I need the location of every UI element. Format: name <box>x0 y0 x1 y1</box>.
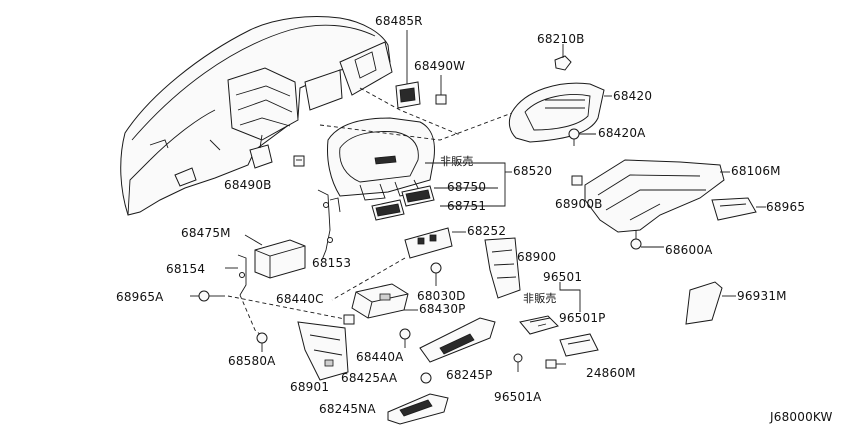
part-96501a-screw <box>513 353 523 372</box>
part-68900b-clip <box>571 175 583 186</box>
label-96501: 96501 <box>543 270 583 284</box>
part-68600a-screw <box>630 230 664 250</box>
dashboard-panel <box>120 16 393 216</box>
label-68210b: 68210B <box>537 32 585 46</box>
part-68750-vent <box>401 185 435 207</box>
part-24860m-connector <box>545 359 566 369</box>
label-96501a: 96501A <box>494 390 542 404</box>
label-68900: 68900 <box>517 250 557 264</box>
part-68425aa-clip <box>420 372 432 384</box>
label-68106m: 68106M <box>731 164 781 178</box>
part-68430p-unit <box>351 283 418 319</box>
label-68901: 68901 <box>290 380 330 394</box>
label-68430p: 68430P <box>419 302 466 316</box>
part-68751-vent <box>371 199 405 221</box>
part-68901-side-cover <box>297 321 349 381</box>
label-68485r: 68485R <box>375 14 423 28</box>
label-68751: 68751 <box>447 199 487 213</box>
part-68420-cluster-cover <box>508 82 605 143</box>
part-68030d-screw <box>430 262 442 286</box>
label-68252: 68252 <box>467 224 507 238</box>
part-68490w-clip <box>435 75 447 105</box>
part-68210b-clip <box>554 44 572 71</box>
part-68245p-trim <box>419 317 496 363</box>
label-68965a: 68965A <box>116 290 164 304</box>
label-68030d: 68030D <box>417 289 466 303</box>
label-68490b: 68490B <box>224 178 272 192</box>
label-68750: 68750 <box>447 180 487 194</box>
part-68965-bracket <box>711 197 766 221</box>
label-68425aa: 68425AA <box>341 371 398 385</box>
label-96931m: 96931M <box>737 289 787 303</box>
label-96501p: 96501P <box>559 311 606 325</box>
label-68965: 68965 <box>766 200 806 214</box>
label-68520: 68520 <box>513 164 553 178</box>
part-68580a-screw <box>256 332 268 352</box>
label-24860m: 24860M <box>586 366 636 380</box>
label-68154: 68154 <box>166 262 206 276</box>
part-68106m-lower-panel <box>584 159 730 233</box>
part-68490b-clip <box>293 155 305 167</box>
label-68420: 68420 <box>613 89 653 103</box>
part-68153-bracket <box>317 189 341 261</box>
part-68154-bracket <box>225 254 247 296</box>
part-96501p-cover <box>559 333 599 357</box>
part-68420a-screw <box>568 128 596 146</box>
part-68475m-box <box>244 234 306 279</box>
part-68520-cluster-lid <box>327 117 435 201</box>
part-96501-mount <box>519 315 559 335</box>
label-68245na: 68245NA <box>319 402 376 416</box>
label-68900b: 68900B <box>555 197 603 211</box>
part-68900-side-panel <box>484 237 521 299</box>
label-68153: 68153 <box>312 256 352 270</box>
part-68252-center-panel <box>404 227 466 259</box>
part-68245na-trim <box>387 393 449 425</box>
part-68440a-screw <box>399 328 411 348</box>
label-68600a: 68600A <box>665 243 713 257</box>
label-96501-note: 非販売 <box>523 292 557 305</box>
label-68245p: 68245P <box>446 368 493 382</box>
part-68440c-clip <box>343 314 355 325</box>
label-68420a: 68420A <box>598 126 646 140</box>
part-68485r-vent <box>395 30 421 109</box>
label-68520-note: 非販売 <box>440 155 474 168</box>
label-68580a: 68580A <box>228 354 276 368</box>
part-96931m-shell <box>685 281 736 325</box>
part-68965a-screw <box>190 290 225 302</box>
label-68440c: 68440C <box>276 292 324 306</box>
diagram-code: J68000KW <box>770 410 833 424</box>
label-68475m: 68475M <box>181 226 231 240</box>
label-68440a: 68440A <box>356 350 404 364</box>
label-68490w: 68490W <box>414 59 466 73</box>
